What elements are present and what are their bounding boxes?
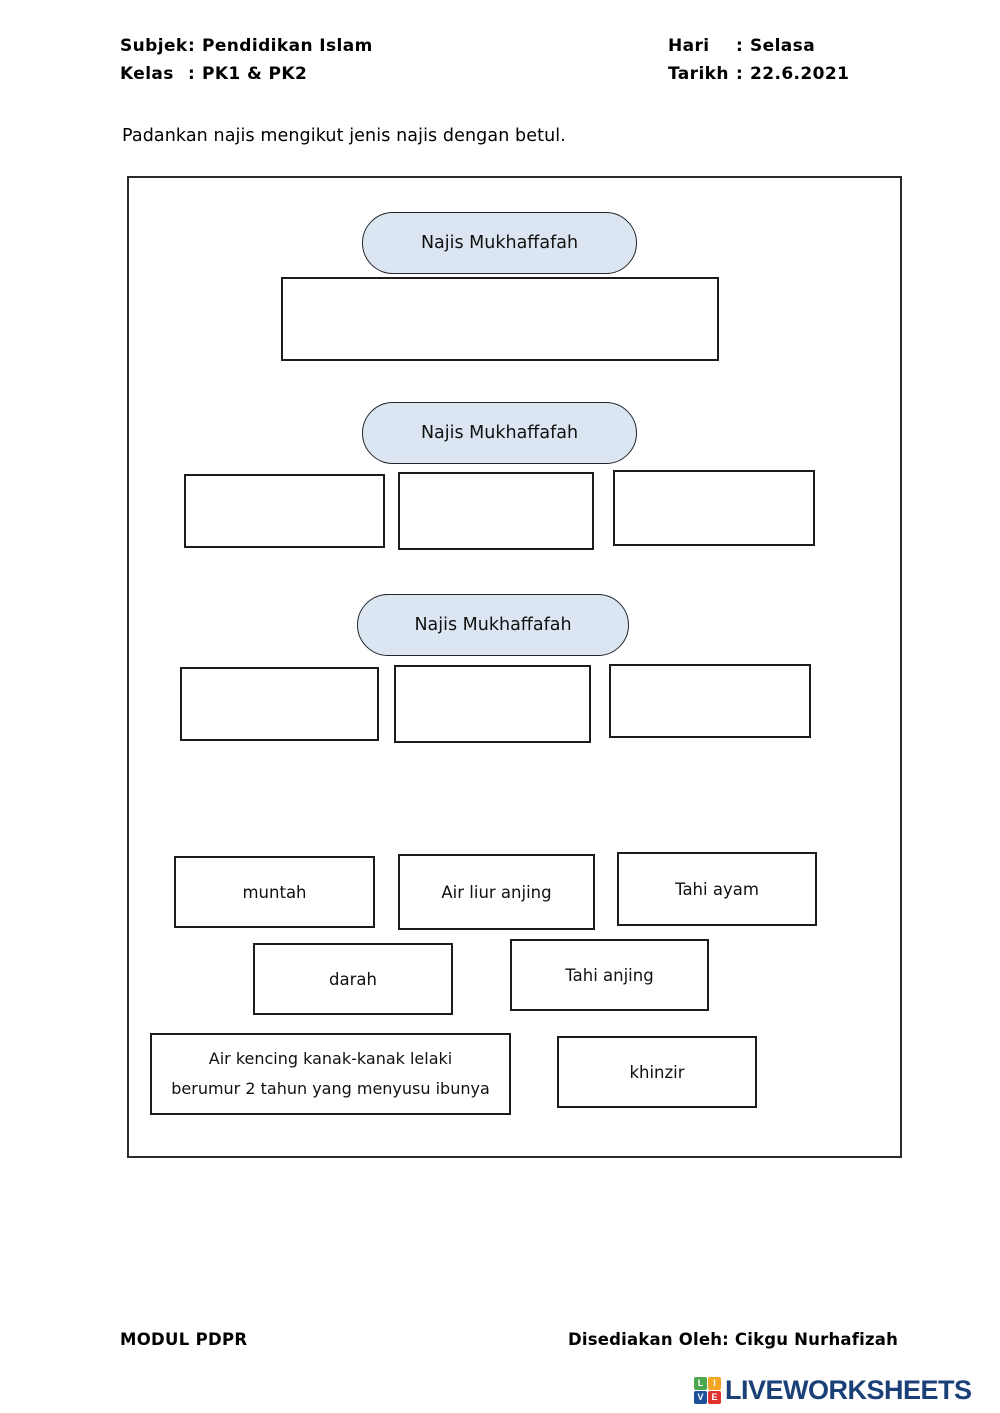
logo-tile-e: E [708,1390,721,1404]
word-card-label: Tahi anjing [565,965,654,985]
header-row-kelas: Kelas : PK1 & PK2 [120,60,373,88]
dropzone-1-1[interactable] [281,277,719,361]
category-pill-2-label: Najis Mukhaffafah [420,423,579,443]
header-value-hari: Selasa [750,36,816,56]
dropzone-3-3[interactable] [609,664,811,738]
word-card-label-line1: Air kencing kanak-kanak lelaki [208,1049,453,1068]
footer-module-label: MODUL PDPR [120,1330,248,1349]
logo-tile-l: L [694,1376,707,1390]
word-card-darah[interactable]: darah [253,943,453,1015]
category-pill-3-label: Najis Mukhaffafah [414,615,572,635]
liveworksheets-tiles-icon: L I V E [694,1376,721,1404]
liveworksheets-wordmark: LIVEWORKSHEETS [725,1374,972,1405]
header-label-kelas: Kelas [120,64,174,84]
word-card-khinzir[interactable]: khinzir [557,1036,757,1108]
header-colon-subjek: : [188,36,196,56]
word-card-label: khinzir [629,1062,685,1082]
dropzone-3-1[interactable] [180,667,379,741]
worksheet-frame: Najis Mukhaffafah Najis Mukhaffafah Naji… [127,176,902,1158]
dropzone-2-2[interactable] [398,472,594,550]
category-pill-3: Najis Mukhaffafah [357,594,629,656]
dropzone-3-2[interactable] [394,665,591,743]
dropzone-2-3[interactable] [613,470,815,546]
word-card-tahi-anjing[interactable]: Tahi anjing [510,939,709,1011]
header-row-hari: Hari : Selasa [668,32,849,60]
logo-tile-i: I [708,1376,721,1390]
worksheet-footer: MODUL PDPR Disediakan Oleh: Cikgu Nurhaf… [120,1330,910,1356]
header-value-subjek: Pendidikan Islam [202,36,373,56]
header-row-tarikh: Tarikh : 22.6.2021 [668,60,849,88]
liveworksheets-logo[interactable]: L I V E LIVEWORKSHEETS [694,1374,972,1406]
header-label-hari: Hari [668,36,710,56]
category-pill-1-label: Najis Mukhaffafah [420,233,579,253]
word-card-label: darah [329,969,377,989]
word-card-tahi-ayam[interactable]: Tahi ayam [617,852,817,926]
word-card-label: muntah [242,882,307,902]
word-card-muntah[interactable]: muntah [174,856,375,928]
category-pill-1: Najis Mukhaffafah [362,212,637,274]
header-colon-tarikh: : [736,64,744,84]
header-label-tarikh: Tarikh [668,64,729,84]
header-label-subjek: Subjek [120,36,188,56]
category-pill-2: Najis Mukhaffafah [362,402,637,464]
header-value-kelas: PK1 & PK2 [202,64,308,84]
word-card-label-line2: berumur 2 tahun yang menyusu ibunya [171,1079,490,1098]
header-value-tarikh: 22.6.2021 [750,64,850,84]
header-colon-hari: : [736,36,744,56]
header-colon-kelas: : [188,64,196,84]
header-left-column: Subjek : Pendidikan Islam Kelas : PK1 & … [120,32,373,88]
header-right-column: Hari : Selasa Tarikh : 22.6.2021 [668,32,849,88]
word-card-air-kencing-kanak-kanak[interactable]: Air kencing kanak-kanak lelaki berumur 2… [150,1033,511,1115]
header-row-subjek: Subjek : Pendidikan Islam [120,32,373,60]
word-card-air-liur-anjing[interactable]: Air liur anjing [398,854,595,930]
logo-tile-v: V [694,1390,707,1404]
word-card-label: Tahi ayam [675,879,759,899]
worksheet-header: Subjek : Pendidikan Islam Kelas : PK1 & … [120,32,910,102]
instruction-text: Padankan najis mengikut jenis najis deng… [122,126,566,146]
word-card-label: Air liur anjing [441,882,552,902]
dropzone-2-1[interactable] [184,474,385,548]
footer-author-label: Disediakan Oleh: Cikgu Nurhafizah [568,1330,899,1349]
